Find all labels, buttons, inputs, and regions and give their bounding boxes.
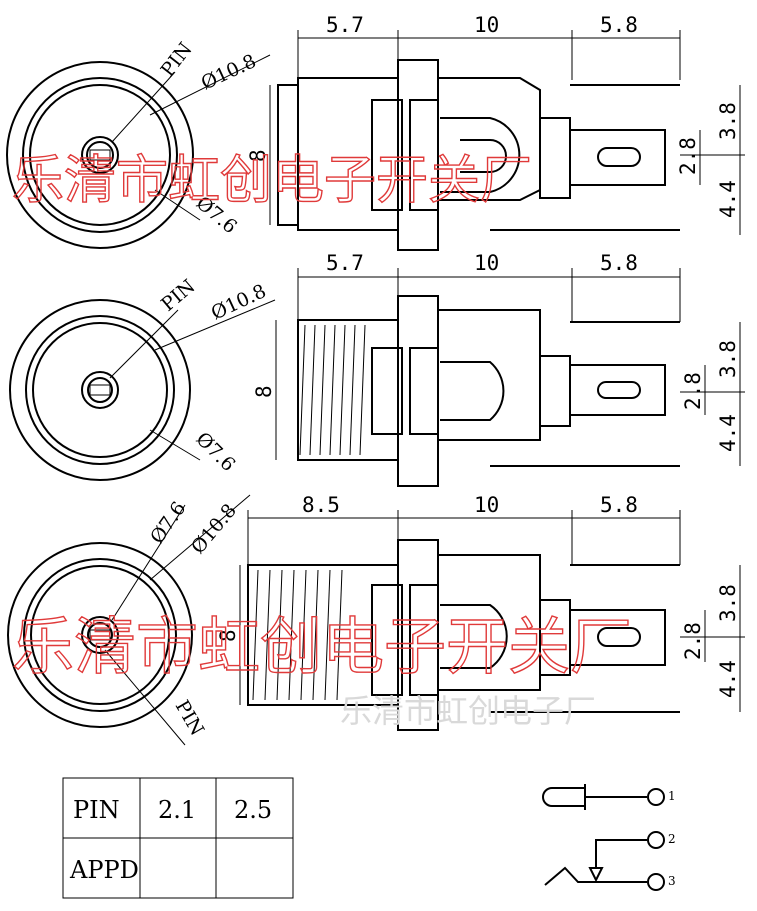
pin-label: PIN (171, 697, 209, 740)
side-view-top (277, 59, 680, 251)
pin3-label: 3 (668, 874, 676, 888)
pin-length-dim: 5.8 (600, 13, 638, 37)
table-row-appd: APPD (69, 856, 139, 884)
pin-length-dim: 5.8 (600, 251, 638, 275)
table-header-21: 2.1 (158, 796, 196, 824)
body-length-dim: 10 (474, 251, 499, 275)
body-length-dim: 10 (474, 493, 499, 517)
upper-pin-dim: 3.8 (716, 102, 740, 140)
inner-diameter-label: Ø7.6 (191, 428, 239, 476)
lower-pin-dim: 4.4 (716, 414, 740, 452)
lower-pin-dim: 4.4 (716, 180, 740, 218)
upper-pin-dim: 3.8 (716, 584, 740, 622)
front-length-dim: 5.7 (326, 251, 364, 275)
thread-lines (252, 569, 343, 701)
end-view-middle (9, 299, 276, 481)
pin-gap-dim: 2.8 (681, 622, 705, 660)
watermark-gray: 乐清市虹创电子厂 (340, 692, 596, 730)
jack-schematic (542, 784, 665, 891)
watermark-red-top: 乐清市虹创电子开关厂 (12, 151, 532, 211)
upper-pin-dim: 3.8 (716, 340, 740, 378)
outer-diameter-label: Ø10.8 (187, 500, 241, 558)
view-top: PIN Ø10.8 Ø7.6 (6, 13, 745, 251)
height-dim: 8 (246, 149, 270, 162)
front-length-dim: 5.7 (326, 13, 364, 37)
outer-diameter-label: Ø10.8 (208, 280, 270, 324)
pin-gap-dim: 2.8 (681, 372, 705, 410)
lower-pin-dim: 4.4 (716, 660, 740, 698)
body-length-dim: 10 (474, 13, 499, 37)
table-header-25: 2.5 (234, 796, 272, 824)
side-view-bottom (247, 539, 680, 731)
height-dim: 8 (252, 385, 276, 398)
pin-label: PIN (157, 275, 199, 316)
pin-gap-dim: 2.8 (676, 137, 700, 175)
side-view-middle (297, 295, 680, 487)
pin-table (62, 777, 294, 899)
height-dim: 8 (216, 629, 240, 642)
pin2-label: 2 (668, 832, 676, 846)
thread-lines (299, 324, 366, 456)
pin1-label: 1 (668, 789, 676, 803)
dimensions-top (269, 30, 745, 235)
view-middle: PIN Ø10.8 Ø7.6 (9, 251, 745, 487)
end-view-top (6, 54, 271, 249)
outer-diameter-label: Ø10.8 (198, 50, 260, 94)
table-header-pin: PIN (73, 796, 120, 824)
watermark-red-bottom: 乐清市虹创电子开关厂 (12, 610, 632, 683)
front-length-dim: 8.5 (302, 493, 340, 517)
dimensions-middle (275, 268, 745, 466)
dimensions-bottom (239, 510, 745, 712)
inner-diameter-label: Ø7.6 (146, 498, 190, 548)
pin-length-dim: 5.8 (600, 493, 638, 517)
pin-label: PIN (157, 38, 197, 81)
end-view-bottom (7, 494, 251, 746)
